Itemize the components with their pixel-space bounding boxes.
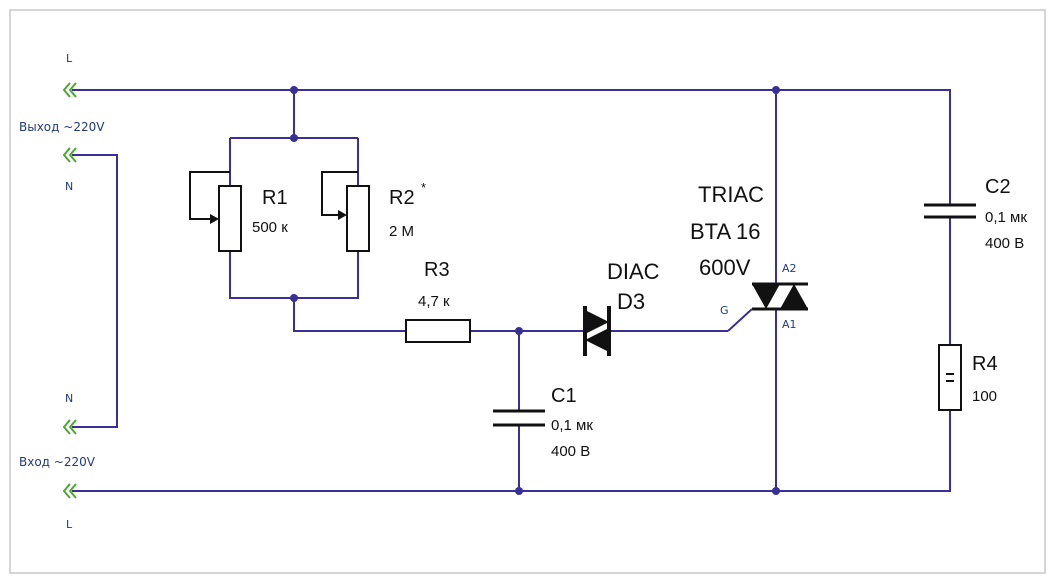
c1-ref: C1	[551, 385, 577, 407]
junctions	[290, 86, 780, 495]
resistor-r2	[321, 171, 370, 252]
r2-mark: *	[421, 180, 426, 195]
wire-bottom-rail	[72, 410, 951, 492]
triac-pin-a2: A2	[782, 262, 797, 275]
r2-value: 2 М	[389, 223, 414, 240]
c1-value: 0,1 мк	[551, 417, 593, 434]
r3-ref: R3	[424, 259, 450, 281]
terminal-bottom-l	[62, 483, 77, 499]
r1-wiper	[189, 171, 230, 220]
c2-value: 0,1 мк	[985, 209, 1027, 226]
r2-body	[346, 185, 370, 252]
r2-ref: R2	[389, 187, 415, 209]
terminal-chevron-icon	[62, 483, 77, 499]
terminal-top-l	[62, 82, 77, 98]
wire-n-loop	[72, 154, 118, 428]
triac-pin-a1: A1	[782, 318, 797, 331]
junction-dot	[515, 327, 523, 335]
triac-bta16	[727, 282, 808, 332]
junction-dot	[772, 86, 780, 94]
terminal-chevron-icon	[62, 419, 77, 435]
r1-body	[218, 185, 242, 252]
frame-border	[9, 9, 1046, 574]
wire-top-rail	[72, 89, 951, 205]
input-label: Вход ~220V	[19, 455, 96, 469]
terminal-chevron-icon	[62, 82, 77, 98]
terminal-top-l-label: L	[66, 52, 73, 65]
r3-value: 4,7 к	[418, 293, 450, 310]
capacitor-c1	[493, 409, 545, 427]
terminal-top-n	[62, 147, 77, 163]
triac-pin-g: G	[720, 304, 729, 317]
diac-ref: D3	[617, 289, 645, 314]
triac-triangle-right	[780, 284, 808, 309]
terminal-bottom-n	[62, 419, 77, 435]
triac-gate-lead	[727, 308, 753, 332]
triac-voltage: 600V	[699, 255, 751, 280]
r1-wiper-arrow-icon	[210, 214, 219, 224]
c2-ref: C2	[985, 176, 1011, 198]
diac-type: DIAC	[607, 259, 660, 284]
diac-triangle-bottom	[585, 328, 609, 352]
terminal-chevron-icon	[62, 147, 77, 163]
r1-value: 500 к	[252, 219, 288, 236]
diac-d3	[583, 306, 611, 356]
resistor-r4	[938, 344, 962, 411]
c2-voltage: 400 В	[985, 235, 1024, 252]
resistor-r1	[189, 171, 242, 252]
r4-ref: R4	[972, 353, 998, 375]
c1-voltage: 400 В	[551, 443, 590, 460]
wire-to-r3	[293, 298, 406, 332]
diac-triangle-top	[585, 310, 609, 334]
capacitor-c2	[924, 203, 976, 219]
r2-wiper-arrow-icon	[338, 210, 347, 220]
triac-triangle-left	[752, 284, 780, 309]
r2-wiper	[321, 171, 358, 216]
r4-body	[938, 344, 962, 411]
triac-type: TRIAC	[698, 182, 764, 207]
resistor-r3	[405, 319, 471, 343]
junction-dot	[515, 487, 523, 495]
wiring	[72, 89, 951, 492]
terminal-top-n-label: N	[65, 180, 73, 193]
terminal-bottom-n-label: N	[65, 392, 73, 405]
terminal-bottom-l-label: L	[66, 518, 73, 531]
junction-dot	[290, 86, 298, 94]
junction-dot	[290, 134, 298, 142]
triac-part: BTA 16	[690, 219, 761, 244]
junction-dot	[772, 487, 780, 495]
r1-ref: R1	[262, 187, 288, 209]
r4-value: 100	[972, 388, 997, 405]
output-label: Выход ~220V	[19, 120, 105, 134]
junction-dot	[290, 294, 298, 302]
